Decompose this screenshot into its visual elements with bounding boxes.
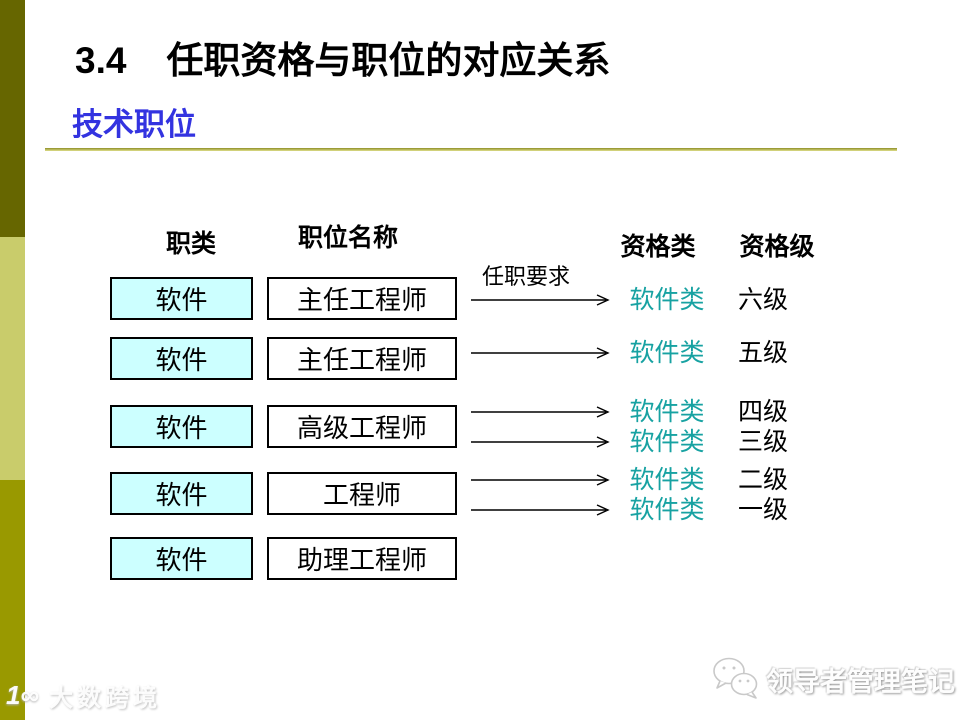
watermark-bottom-left: 1∞ 大数跨境 (6, 678, 161, 713)
watermark-text: 领导者管理笔记 (766, 666, 955, 697)
title-number: 3.4 (75, 40, 127, 81)
position-box: 工程师 (267, 472, 457, 515)
column-header-category: 职类 (165, 230, 216, 258)
divider-rule (45, 148, 897, 151)
qual-category: 软件类 (629, 466, 705, 494)
page-title: 3.4 任职资格与职位的对应关系 (75, 30, 610, 84)
wechat-icon (713, 657, 758, 699)
qual-level: 一级 (737, 496, 788, 524)
qual-category: 软件类 (629, 398, 705, 426)
arrow-label: 任职要求 (482, 264, 571, 289)
qual-level: 三级 (737, 428, 788, 456)
qual-level: 四级 (737, 398, 788, 426)
mapping-arrow-icon (471, 406, 610, 418)
mapping-arrow-icon (471, 347, 610, 359)
qual-level: 二级 (737, 466, 788, 494)
column-header-position-name: 职位名称 (297, 224, 398, 252)
watermark-bottom-right: 领导者管理笔记 (710, 656, 955, 702)
category-box: 软件 (110, 472, 253, 515)
watermark-text: 大数跨境 (49, 685, 161, 712)
dashukuajing-logo-icon: 1∞ (6, 680, 39, 710)
qual-level: 六级 (737, 286, 788, 314)
title-text: 任职资格与职位的对应关系 (166, 40, 611, 81)
mapping-arrow-icon (471, 504, 610, 516)
sidebar-segment-dark (0, 0, 25, 237)
position-box: 助理工程师 (267, 537, 457, 580)
qual-category: 软件类 (629, 496, 705, 524)
category-box: 软件 (110, 337, 253, 380)
category-box: 软件 (110, 537, 253, 580)
category-box: 软件 (110, 405, 253, 448)
mapping-arrow-icon (471, 294, 610, 306)
qual-category: 软件类 (629, 428, 705, 456)
sidebar-segment-light (0, 237, 25, 480)
position-box: 主任工程师 (267, 277, 457, 320)
column-header-qual-category: 资格类 (620, 233, 696, 261)
qual-category: 软件类 (629, 286, 705, 314)
column-header-qual-level: 资格级 (739, 233, 815, 261)
mapping-arrow-icon (471, 474, 610, 486)
category-box: 软件 (110, 277, 253, 320)
section-subtitle: 技术职位 (72, 107, 196, 142)
mapping-arrow-icon (471, 436, 610, 448)
position-box: 高级工程师 (267, 405, 457, 448)
sidebar-segment-olive (0, 480, 25, 720)
qual-category: 软件类 (629, 339, 705, 367)
position-box: 主任工程师 (267, 337, 457, 380)
qual-level: 五级 (737, 339, 788, 367)
sidebar-stripe (0, 0, 25, 720)
